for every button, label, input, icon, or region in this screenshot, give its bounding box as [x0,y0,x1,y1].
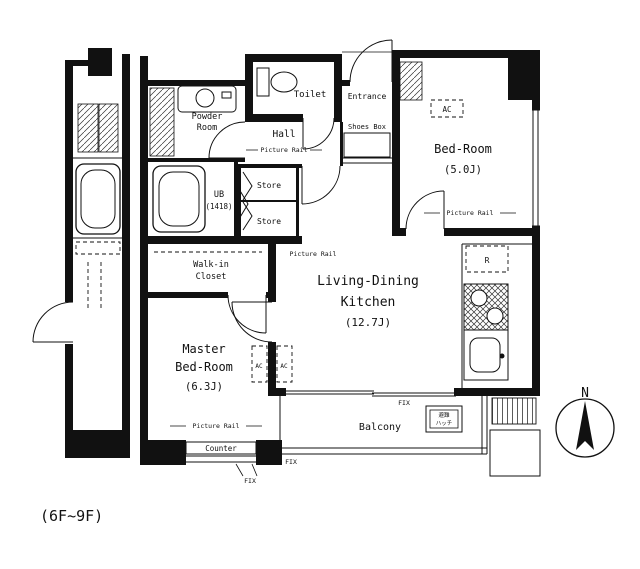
powder-room-door-swing [208,121,246,159]
bathtub [75,163,121,235]
closet-door-swing [227,294,267,334]
store-top-label: Store [257,181,281,190]
north-needle [576,401,594,450]
fix-label-bottom: FIX [244,477,256,485]
store-folding-door [242,171,253,201]
service-grille [491,397,537,425]
master-bedroom-size-label: (6.3J) [185,381,223,393]
walk-in-closet-label-line2: Closet [196,272,227,282]
walls [140,50,540,465]
ldk-picture-rail-label: Picture Rail [290,250,337,258]
compass: N [555,386,615,458]
balcony-label: Balcony [359,422,401,433]
shoes-box-label: Shoes Box [348,123,386,131]
ldk-ac-label: AC [280,363,288,370]
bedroom-door-swing [405,190,445,230]
meter-box-hatch [98,103,119,153]
ldk-label-line2: Kitchen [341,295,396,310]
entrance-label: Entrance [348,92,387,101]
ub-label: UB [214,190,224,200]
refrigerator-space [465,245,509,273]
hall-picture-rail-label: Picture Rail [261,146,308,154]
ac-unit-box [251,345,268,383]
toilet-door-swing [302,117,335,150]
kitchen-counter [461,243,532,388]
fix-label-top: FIX [398,399,410,407]
picture-rail-ticks [170,149,516,427]
hall-door-swing [301,165,341,205]
ac-unit-box [430,99,464,118]
master-bedroom-label-line1: Master [182,342,225,356]
evacuation-hatch [425,405,463,433]
store-bottom-label: Store [257,217,281,226]
bedroom-size-label: (5.0J) [444,164,482,176]
powder-room-label-line2: Room [197,123,217,133]
balcony [279,396,541,477]
ldk-label-line1: Living-Dining [317,274,419,289]
compass-north-label: N [581,386,589,401]
entrance-door-swing [349,39,393,83]
powder-room-label-line1: Powder [192,112,223,122]
shoes-box [343,132,391,158]
labels: Toilet Entrance Shoes Box Powder Room Ha… [40,90,494,525]
door-swing [32,301,74,343]
washbasin [177,85,237,113]
bedroom-label: Bed-Room [434,142,492,156]
walk-in-closet-label-line1: Walk-in [193,260,229,270]
bath-folding-door [235,183,249,225]
bedroom-picture-rail-label: Picture Rail [447,209,494,217]
master-bedroom-door-swing [231,301,273,343]
doors [208,39,445,343]
floor-range-label: (6F~9F) [40,507,103,525]
faucet [499,353,505,359]
meter-box-hatch [77,103,99,153]
store-folding-door [242,201,253,231]
ac-unit-box [276,345,293,383]
master-ac-label: AC [255,363,263,370]
evac-hatch-label-line1: 避難 [438,411,450,419]
stove [463,283,509,331]
pipe-shaft-hatch [399,61,423,101]
fixtures [152,67,532,388]
toilet-label: Toilet [294,90,327,100]
fix-label-left: FIX [285,458,297,466]
windows [186,51,540,477]
fridge-label: R [485,256,490,265]
toilet-fixture [256,67,298,97]
master-picture-rail-label: Picture Rail [193,422,240,430]
adjacent-balcony-slab [489,429,541,477]
adjacent-unit [32,48,130,458]
counter-outline [185,441,257,455]
bedroom-ac-label: AC [442,105,451,114]
kitchen-sink [463,329,509,381]
counter-label: Counter [205,444,237,453]
master-bedroom-label-line2: Bed-Room [175,360,233,374]
ub-size-label: (1418) [205,202,232,211]
pipe-shaft-hatch [149,87,175,157]
bathtub [152,165,206,233]
evac-hatch-label-line2: ハッチ [436,420,453,427]
ldk-size-label: (12.7J) [345,316,391,329]
hall-label: Hall [273,129,296,140]
